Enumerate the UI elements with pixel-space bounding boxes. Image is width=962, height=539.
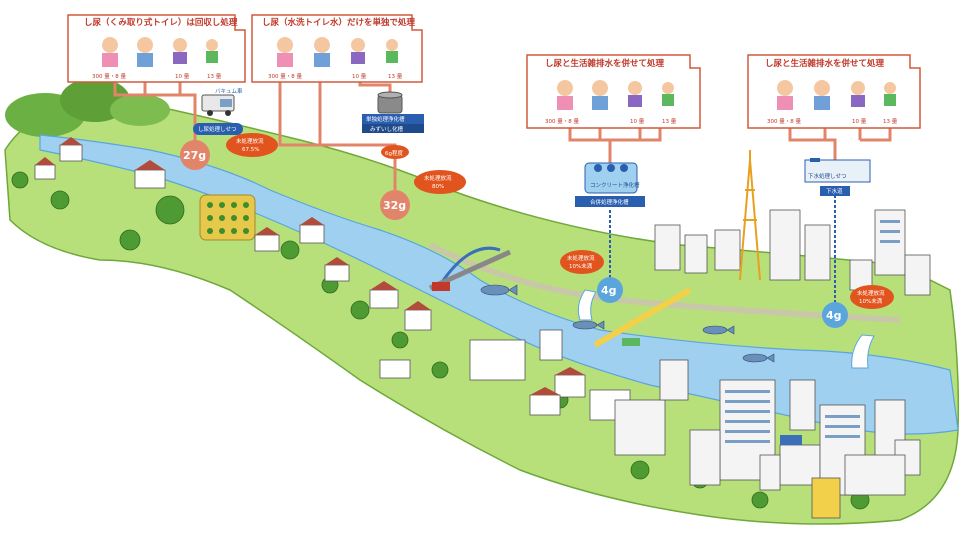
sewage-treatment-plant: 下水処理しせつ 下水道 <box>804 158 871 196</box>
amount-value: 4g <box>826 309 842 322</box>
amount-badge: 4g <box>597 277 623 303</box>
yellow-building <box>811 477 841 519</box>
people-illustrations <box>102 37 218 67</box>
sewage-top-label: 下水処理しせつ <box>808 172 847 180</box>
amount-value: 32g <box>383 199 406 212</box>
house-title: し尿と生活雑排水を併せて処理 <box>765 58 885 69</box>
house-title: し尿（くみ取り式トイレ）は回収し処理 <box>84 17 238 28</box>
vacuum-truck: バキュム車 <box>201 87 243 116</box>
amount-badge: 32g <box>380 190 410 220</box>
household-label: 10 量 <box>852 118 867 125</box>
household-label: 10 量 <box>352 73 367 80</box>
house-card-3: し尿と生活雑排水を併せて処理 300 量・8 量 10 量 13 量 <box>526 54 701 129</box>
discharge-callout: 未処理放流 67.5% <box>226 133 278 157</box>
small-badge-label: 6g程度 <box>385 149 403 157</box>
discharge-stream <box>577 289 597 321</box>
railway-bridge <box>593 287 692 348</box>
bus <box>432 282 450 291</box>
callout-line: 80% <box>432 184 444 190</box>
house-title: し尿（水洗トイレ水）だけを単独で処理 <box>262 17 416 28</box>
hill <box>110 94 170 126</box>
tank-sub-label: みずいし化槽 <box>370 125 404 133</box>
household-label: 300 量・8 量 <box>767 118 801 125</box>
bus <box>780 435 802 445</box>
septic-top-label: コンクリート浄化槽 <box>590 181 640 189</box>
discharge-callout: 未処理放流 10%未満 <box>850 285 894 309</box>
amount-value: 4g <box>601 284 617 297</box>
household-label: 13 量 <box>883 118 898 125</box>
house-card-2: し尿（水洗トイレ水）だけを単独で処理 300 量・8 量 10 量 13 量 <box>251 14 423 83</box>
amount-badge: 4g <box>822 302 848 328</box>
small-badge: 6g程度 <box>381 145 409 159</box>
house-title: し尿と生活雑排水を併せて処理 <box>545 58 665 69</box>
callout-line: 未処理放流 <box>857 289 885 297</box>
household-label: 10 量 <box>175 73 190 80</box>
tank-label: 単独処理浄化槽 <box>366 115 405 123</box>
embankment <box>428 242 901 323</box>
callout-line: 未処理放流 <box>567 254 595 262</box>
household-label: 10 量 <box>630 118 645 125</box>
callout-line: 10%未満 <box>569 262 593 270</box>
septic-label: 合併処理浄化槽 <box>590 198 629 206</box>
crops <box>207 202 249 234</box>
single-septic-tank: 単独処理浄化槽 みずいし化槽 <box>362 91 424 133</box>
household-label: 13 量 <box>207 73 222 80</box>
tower <box>739 150 761 281</box>
household-label: 300 量・8 量 <box>545 118 579 125</box>
village-houses <box>34 137 631 421</box>
callout-line: 10%未満 <box>859 297 883 305</box>
house-card-1: し尿（くみ取り式トイレ）は回収し処理 300 量・8 量 10 量 13 量 <box>67 14 246 83</box>
discharge-callout: 未処理放流 80% <box>414 170 466 194</box>
amount-value: 27g <box>183 149 206 162</box>
discharge-callout: 未処理放流 10%未満 <box>560 250 604 274</box>
fish <box>480 284 775 363</box>
discharge-stream <box>851 334 875 369</box>
household-label: 300 量・8 量 <box>268 73 302 80</box>
farm-field <box>199 194 256 241</box>
household-label: 13 量 <box>388 73 403 80</box>
house-card-4: し尿と生活雑排水を併せて処理 300 量・8 量 10 量 13 量 <box>747 54 921 129</box>
people-illustrations <box>277 37 398 67</box>
callout-line: 未処理放流 <box>424 174 452 182</box>
building-windows <box>725 220 900 443</box>
blue-pipes <box>609 195 836 305</box>
amount-badge: 27g <box>180 140 210 170</box>
treatment-plant-1: し尿処理しせつ <box>193 123 243 135</box>
truck-label: バキュム車 <box>215 87 243 95</box>
people-illustrations <box>777 80 896 110</box>
household-label: 300 量・8 量 <box>92 73 126 80</box>
combined-septic-tank: コンクリート浄化槽 合併処理浄化槽 <box>575 162 645 207</box>
sewage-label: 下水道 <box>826 187 843 195</box>
callout-line: 未処理放流 <box>236 137 264 145</box>
plant-label: し尿処理しせつ <box>198 125 237 133</box>
callout-line: 67.5% <box>242 147 259 153</box>
train <box>622 338 640 346</box>
people-illustrations <box>557 80 674 110</box>
household-label: 13 量 <box>662 118 677 125</box>
